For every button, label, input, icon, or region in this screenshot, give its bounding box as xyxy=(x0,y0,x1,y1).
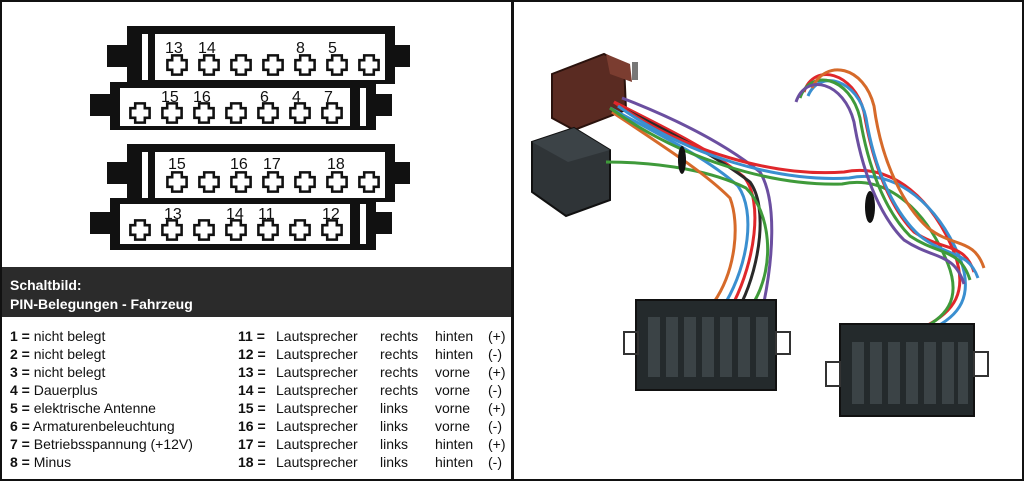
pinout-panel: 13 14 8 5 15 16 6 4 7 15 16 17 18 13 14 … xyxy=(2,2,511,479)
pin-label: 15 xyxy=(168,156,186,173)
pin-label: 14 xyxy=(198,40,216,57)
pin-label: 11 xyxy=(258,206,275,223)
pin-label: 17 xyxy=(263,156,281,173)
legend-row: 4 = Dauerplus xyxy=(10,382,98,400)
legend-header: Schaltbild: PIN-Belegungen - Fahrzeug xyxy=(2,267,511,317)
connector-block-left xyxy=(624,300,790,390)
pin-label: 12 xyxy=(322,206,340,223)
legend-row: 1 = nicht belegt xyxy=(10,328,105,346)
pin-label: 5 xyxy=(328,40,337,57)
legend-row: 7 = Betriebsspannung (+12V) xyxy=(10,436,193,454)
legend-row: 5 = elektrische Antenne xyxy=(10,400,156,418)
pin-label: 8 xyxy=(296,40,305,57)
product-photo xyxy=(514,2,1020,479)
legend-row: 3 = nicht belegt xyxy=(10,364,105,382)
pin-label: 7 xyxy=(324,89,333,106)
legend-row: 6 = Armaturenbeleuchtung xyxy=(10,418,175,436)
connector-pinout-diagram: 13 14 8 5 15 16 6 4 7 15 16 17 18 13 14 … xyxy=(2,2,511,267)
pin-label: 15 xyxy=(161,89,179,106)
pin-label: 18 xyxy=(327,156,345,173)
pin-label: 4 xyxy=(292,89,301,106)
legend-title: Schaltbild: xyxy=(10,277,82,293)
pin-label: 14 xyxy=(226,206,244,223)
wire-bundle xyxy=(606,70,984,332)
pin-label: 6 xyxy=(260,89,269,106)
pin-label: 13 xyxy=(165,40,183,57)
pin-label: 16 xyxy=(230,156,248,173)
connector-block-right xyxy=(826,324,988,416)
pin-label: 16 xyxy=(193,89,211,106)
cable-tie xyxy=(678,146,686,174)
wiring-harness-illustration xyxy=(514,2,1020,479)
legend-subtitle: PIN-Belegungen - Fahrzeug xyxy=(10,296,193,312)
legend-row: 2 = nicht belegt xyxy=(10,346,105,364)
iso-connector-black xyxy=(532,128,610,216)
cable-tie xyxy=(865,191,875,223)
legend-row: 8 = Minus xyxy=(10,454,71,472)
pin-label: 13 xyxy=(164,206,182,223)
